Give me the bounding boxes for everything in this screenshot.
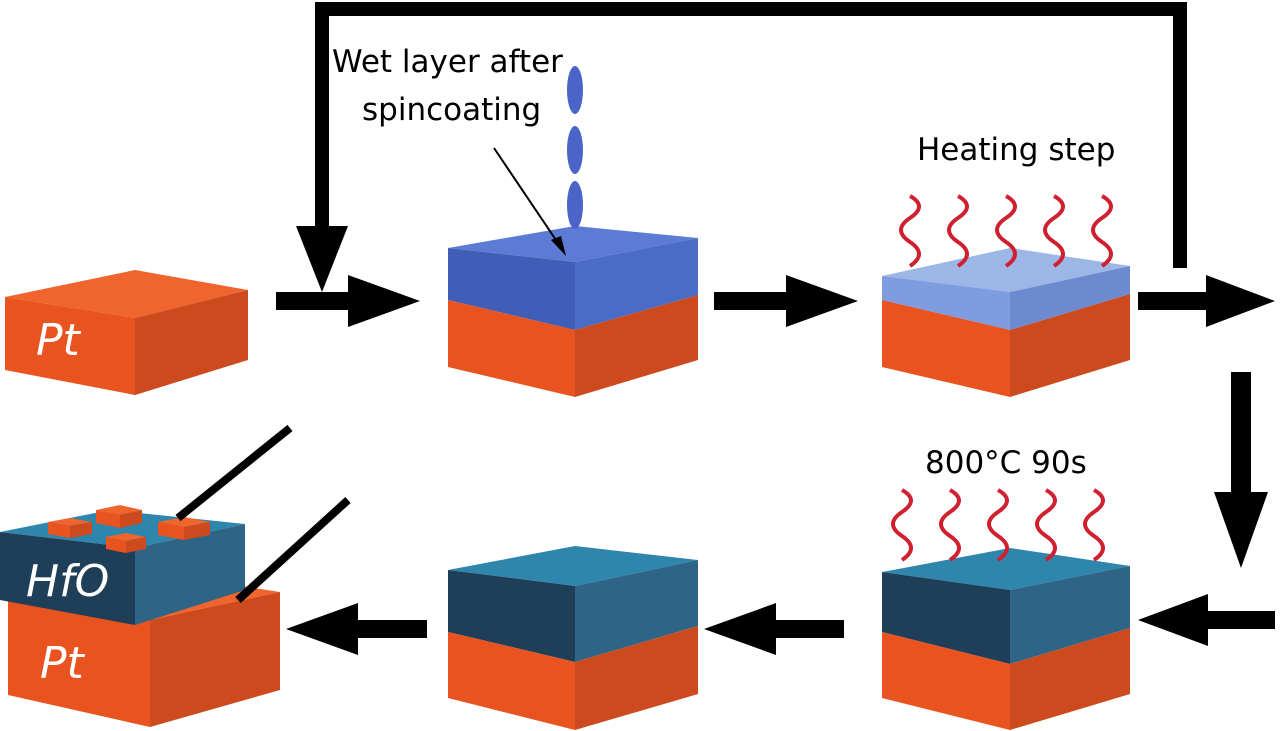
- loop-back-arrow-icon: [296, 2, 1187, 292]
- arrow-right-1-icon: [276, 275, 420, 327]
- pt-substrate-block: Pt: [5, 270, 248, 395]
- heat-wave-icons-top: [899, 194, 1113, 268]
- pt-label-bottom: Pt: [40, 638, 86, 689]
- arrow-left-1-icon: [1138, 594, 1275, 646]
- arrow-left-2-icon: [704, 603, 844, 655]
- heat-wave-icons-bottom: [891, 488, 1105, 562]
- wet-layer-block: [448, 226, 698, 397]
- arrow-right-3-icon: [1138, 275, 1275, 327]
- droplet-icons: [567, 66, 583, 229]
- heating-step-label: Heating step: [917, 132, 1115, 168]
- hfo-layer-block: [448, 546, 698, 730]
- heated-layer-block: [882, 248, 1130, 397]
- final-device-block: HfO Pt: [0, 510, 280, 727]
- wet-layer-label-line2: spincoating: [362, 92, 541, 128]
- top-electrode-pads: [48, 505, 210, 553]
- arrow-down-icon: [1214, 372, 1268, 568]
- probe-needle-icons: [175, 424, 351, 603]
- hfo-label: HfO: [26, 556, 109, 607]
- anneal-label: 800°C 90s: [925, 445, 1087, 481]
- arrow-right-2-icon: [714, 275, 858, 327]
- annealed-block: [882, 548, 1130, 730]
- arrow-left-3-icon: [286, 603, 427, 655]
- pointer-arrow-icon: [493, 147, 566, 256]
- pt-label-top: Pt: [36, 315, 82, 366]
- wet-layer-label-line1: Wet layer after: [332, 44, 563, 80]
